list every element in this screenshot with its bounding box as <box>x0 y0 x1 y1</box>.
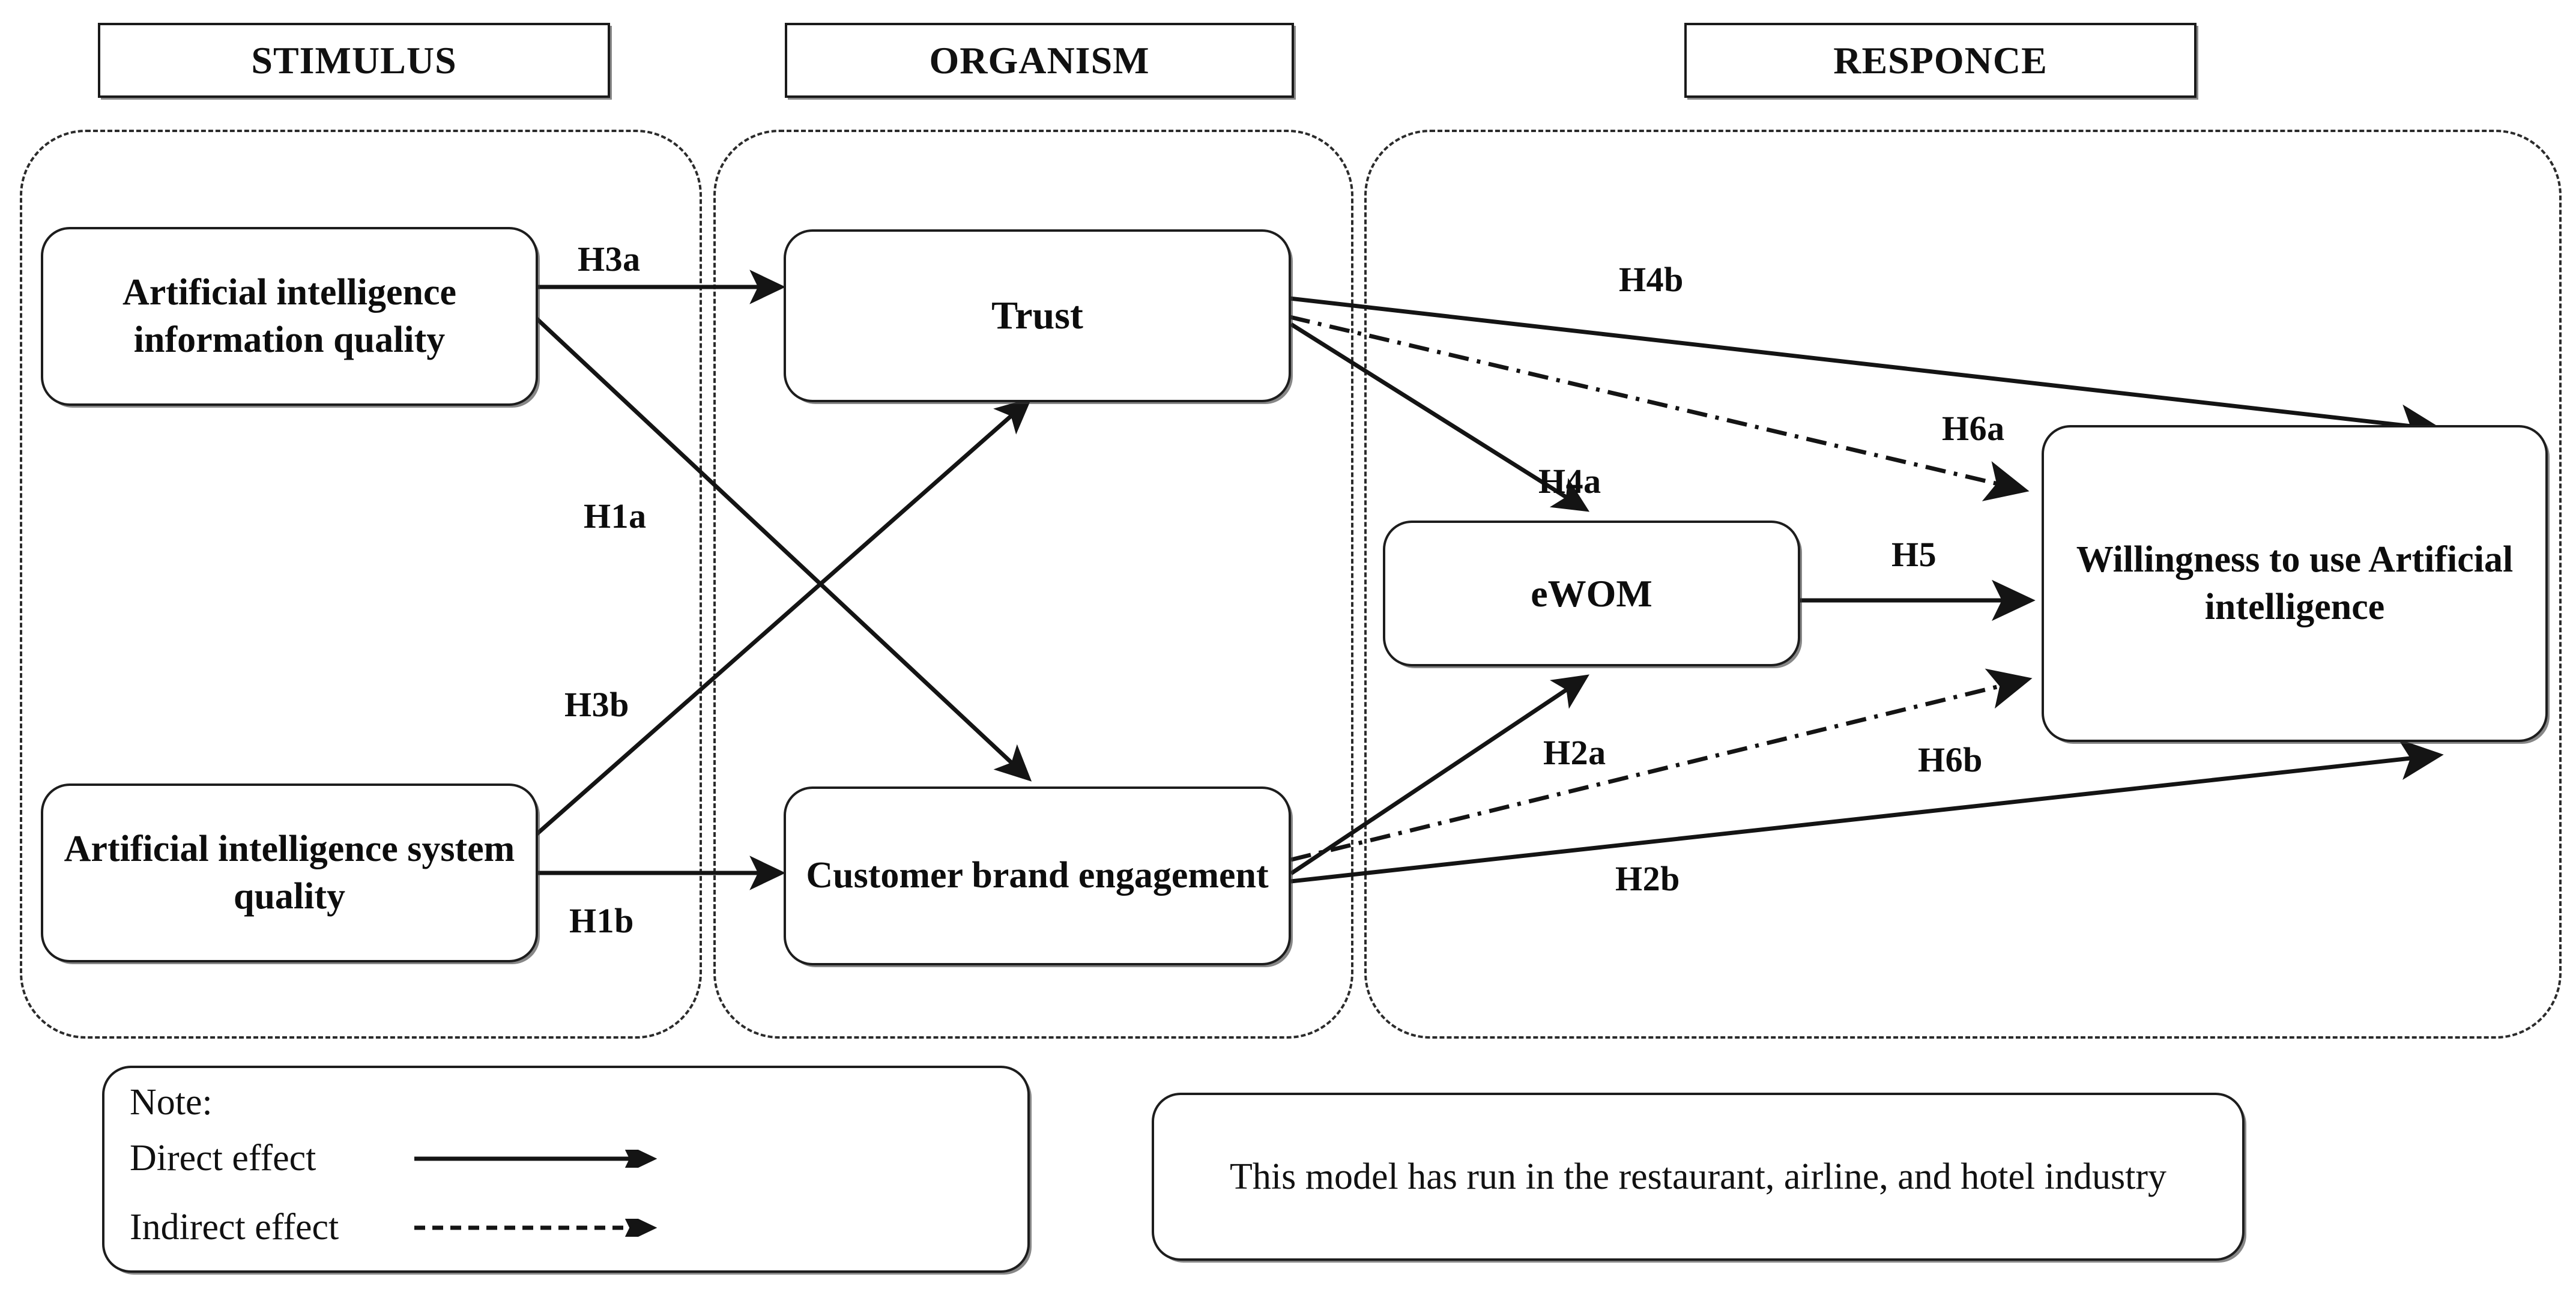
section-header-responce: RESPONCE <box>1684 23 2197 98</box>
legend-row-indirect: Indirect effect <box>130 1206 664 1249</box>
caption-text: This model has run in the restaurant, ai… <box>1230 1156 2166 1197</box>
legend-title: Note: <box>130 1082 213 1123</box>
zone-responce <box>1364 130 2562 1039</box>
node-customer-brand-engagement-label: Customer brand engagement <box>806 855 1269 896</box>
legend-direct-arrow-icon <box>412 1141 664 1176</box>
legend-indirect-label: Indirect effect <box>130 1207 339 1248</box>
node-ai-info-quality[interactable]: Artificial intelligence information qual… <box>41 227 538 406</box>
legend-card: Note: Direct effect Indirect effect <box>102 1066 1030 1273</box>
caption-card: This model has run in the restaurant, ai… <box>1152 1093 2245 1261</box>
node-willingness[interactable]: Willingness to use Artificial intelligen… <box>2042 425 2548 742</box>
section-header-stimulus-label: STIMULUS <box>251 38 457 82</box>
node-trust-label: Trust <box>991 293 1083 337</box>
node-ai-system-quality[interactable]: Artificial intelligence system quality <box>41 783 538 962</box>
path-label-H1a: H1a <box>584 497 647 536</box>
legend-indirect-arrow-icon <box>412 1210 664 1245</box>
section-header-organism-label: ORGANISM <box>929 38 1150 82</box>
section-header-organism: ORGANISM <box>785 23 1294 98</box>
node-trust[interactable]: Trust <box>784 229 1291 402</box>
path-label-H4a: H4a <box>1538 462 1601 501</box>
node-ai-system-quality-label: Artificial intelligence system quality <box>64 828 515 917</box>
path-label-H6a: H6a <box>1942 409 2005 448</box>
legend-direct-label: Direct effect <box>130 1138 316 1179</box>
path-label-H6b: H6b <box>1918 740 1983 779</box>
path-label-H4b: H4b <box>1619 260 1684 299</box>
path-label-H1b: H1b <box>569 901 634 940</box>
path-label-H3a: H3a <box>578 240 641 279</box>
node-willingness-label: Willingness to use Artificial intelligen… <box>2076 539 2514 627</box>
path-label-H5: H5 <box>1891 535 1937 574</box>
path-label-H3b: H3b <box>564 685 629 724</box>
section-header-stimulus: STIMULUS <box>98 23 610 98</box>
path-label-H2a: H2a <box>1543 733 1606 772</box>
node-customer-brand-engagement[interactable]: Customer brand engagement <box>784 786 1291 965</box>
legend-row-direct: Direct effect <box>130 1137 664 1180</box>
path-label-H2b: H2b <box>1615 859 1680 898</box>
section-header-responce-label: RESPONCE <box>1833 38 2048 82</box>
node-ewom[interactable]: eWOM <box>1383 521 1800 666</box>
node-ai-info-quality-label: Artificial intelligence information qual… <box>122 271 457 360</box>
node-ewom-label: eWOM <box>1531 572 1652 615</box>
